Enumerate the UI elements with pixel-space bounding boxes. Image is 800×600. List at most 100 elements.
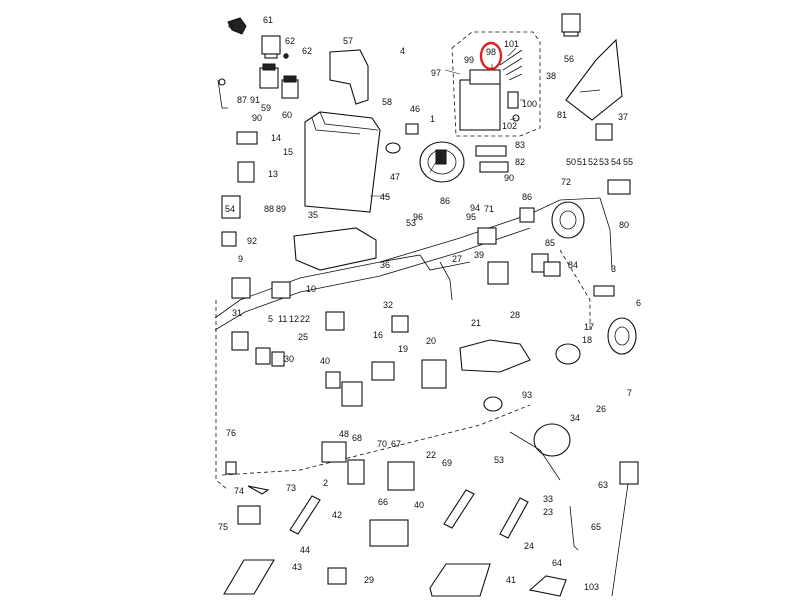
- control-module-45: [304, 111, 381, 213]
- callout: 30: [284, 354, 294, 364]
- switch-20: [421, 359, 447, 389]
- bracket-37: [565, 38, 623, 121]
- relay-30: [255, 347, 285, 367]
- label-plate-82: [479, 161, 509, 173]
- sensor-63: [611, 461, 639, 597]
- callout: 52: [588, 157, 598, 167]
- callout: 90: [504, 173, 514, 183]
- relay-22: [325, 311, 345, 331]
- callout: 29: [364, 575, 374, 585]
- callout: 7: [627, 388, 632, 398]
- callout: 35: [308, 210, 318, 220]
- callout: 80: [619, 220, 629, 230]
- relay-31: [231, 331, 249, 351]
- switch-39: [487, 261, 509, 285]
- callout: 47: [390, 172, 400, 182]
- callout: 53: [599, 157, 609, 167]
- callout: 53: [406, 218, 416, 228]
- callout: 87: [237, 95, 247, 105]
- callout: 8: [228, 20, 233, 30]
- direction-arrow-icon: [227, 17, 247, 35]
- socket-40b: [443, 489, 475, 529]
- knob-93: [483, 396, 503, 412]
- callout: 55: [623, 157, 633, 167]
- callout: 33: [543, 494, 553, 504]
- callout: 17: [584, 322, 594, 332]
- callout: 62: [302, 46, 312, 56]
- callout: 85: [545, 238, 555, 248]
- callout: 99: [464, 55, 474, 65]
- grommet-47: [385, 142, 401, 154]
- callout: 94: [470, 203, 480, 213]
- relay-14: [236, 131, 258, 145]
- callout: 13: [268, 169, 278, 179]
- callout: 74: [234, 486, 244, 496]
- callout: 96: [413, 212, 423, 222]
- callout: 16: [373, 330, 383, 340]
- callout: 31: [232, 308, 242, 318]
- relay-59: [259, 63, 279, 89]
- callout: 102: [502, 121, 517, 131]
- bracket-65: [569, 505, 579, 551]
- callout: 46: [410, 104, 420, 114]
- relay-9: [231, 277, 251, 299]
- callout: 70: [377, 439, 387, 449]
- callout: 57: [343, 36, 353, 46]
- relay-60: [281, 75, 299, 99]
- callout: 88: [264, 204, 274, 214]
- bracket-57: [329, 49, 369, 105]
- callout: 76: [226, 428, 236, 438]
- callout: 86: [522, 192, 532, 202]
- callout: 40: [414, 500, 424, 510]
- leader-lines: [370, 47, 525, 197]
- relay-16: [391, 315, 409, 333]
- callout: 40: [320, 356, 330, 366]
- callout: 54: [611, 157, 621, 167]
- callout: 82: [515, 157, 525, 167]
- relay-61: [261, 35, 281, 59]
- plate-43: [223, 559, 275, 595]
- callout: 1: [430, 114, 435, 124]
- dashboard-frame: [214, 197, 613, 491]
- callout: 19: [398, 344, 408, 354]
- callout: 54: [225, 204, 235, 214]
- clip-87: [217, 78, 228, 109]
- callout: 97: [431, 68, 441, 78]
- callout: 22: [426, 450, 436, 460]
- switch-2: [321, 441, 347, 463]
- ignition-switch-1: [419, 141, 465, 183]
- callout: 12: [289, 314, 299, 324]
- callout: 95: [466, 212, 476, 222]
- callout: 71: [484, 204, 494, 214]
- callout: 38: [546, 71, 556, 81]
- callout: 5: [268, 314, 273, 324]
- callout: 62: [285, 36, 295, 46]
- callout: 59: [261, 103, 271, 113]
- callout: 101: [504, 39, 519, 49]
- callout: 61: [263, 15, 273, 25]
- callout: 25: [298, 332, 308, 342]
- plate-41: [429, 563, 491, 597]
- callout: 43: [292, 562, 302, 572]
- callout: 6: [636, 298, 641, 308]
- callout: 32: [383, 300, 393, 310]
- callout: 9: [238, 254, 243, 264]
- switch-19: [371, 361, 395, 381]
- callout: 84: [568, 260, 578, 270]
- callout: 51: [577, 157, 587, 167]
- callout: 23: [543, 507, 553, 517]
- callout: 66: [378, 497, 388, 507]
- callout: 56: [564, 54, 574, 64]
- callout: 73: [286, 483, 296, 493]
- switch-84: [543, 261, 561, 277]
- callout: 37: [618, 112, 628, 122]
- callout: 64: [552, 558, 562, 568]
- panel-66: [369, 519, 409, 547]
- part-73: [247, 485, 270, 495]
- screw-62: [283, 53, 289, 59]
- relay-10: [271, 281, 291, 299]
- callout: 14: [271, 133, 281, 143]
- bracket-74: [237, 505, 261, 525]
- callout: 41: [506, 575, 516, 585]
